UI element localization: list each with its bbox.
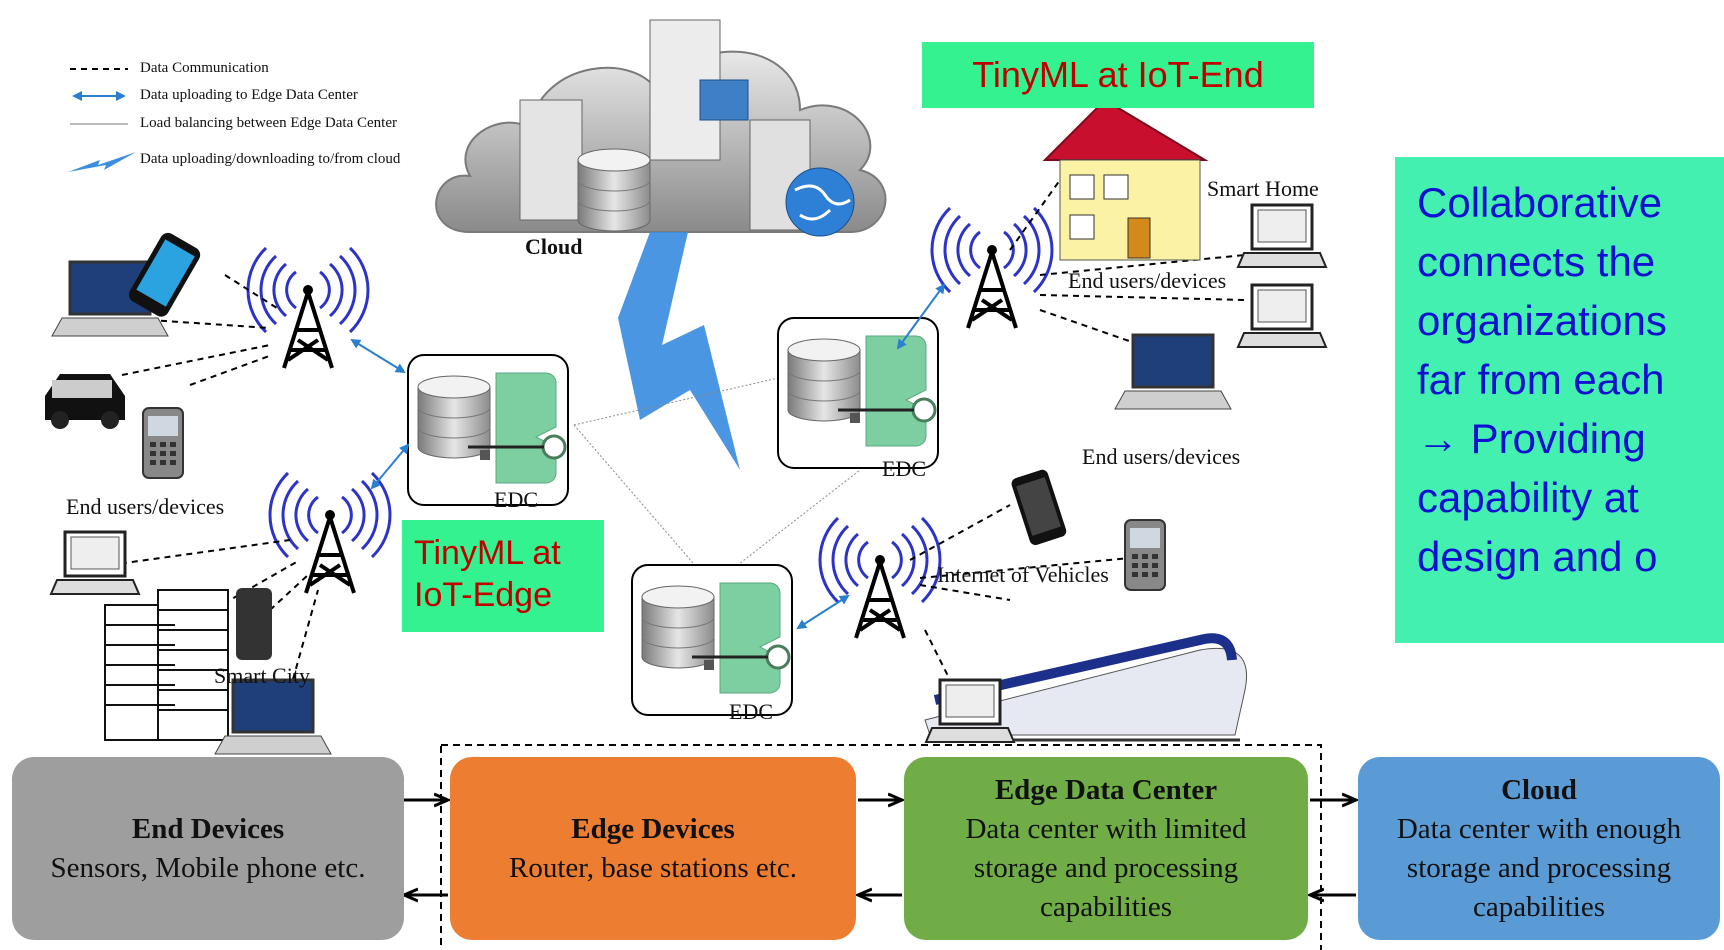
- cloud-desc-2: storage and processing: [1406, 851, 1672, 884]
- edc-right-label: EDC: [882, 456, 926, 481]
- left-devices: [45, 232, 333, 756]
- laptop-right-icon: [1113, 333, 1233, 411]
- laptop-city-icon: [213, 678, 333, 756]
- edge-data-center-desc-3: capabilities: [1039, 890, 1173, 923]
- edge-tier-boundary: [440, 744, 1322, 950]
- callout-line-7: design and o: [1417, 533, 1658, 580]
- edc-left-icon: [408, 355, 568, 505]
- smart-city-label: Smart City: [214, 663, 310, 688]
- tinyml-iot-edge-line1: TinyML at: [414, 534, 561, 572]
- smartphone-icon: [128, 232, 201, 317]
- edge-data-center-desc-1: Data center with limited: [965, 812, 1247, 845]
- right-devices: [924, 98, 1328, 744]
- edge-data-center-desc-2: storage and processing: [973, 851, 1239, 884]
- end-devices-title: End Devices: [131, 812, 285, 845]
- legend-load-balancing: Load balancing between Edge Data Center: [140, 115, 397, 131]
- antenna-top-left-icon: [246, 246, 370, 370]
- car-icon: [45, 374, 125, 429]
- end-users-left-label: End users/devices: [66, 494, 225, 519]
- tinyml-iot-edge-tag: TinyML at IoT-Edge: [402, 520, 604, 632]
- legend-data-communication: Data Communication: [140, 60, 269, 76]
- cell-phone-right-icon: [1124, 519, 1166, 591]
- end-devices-desc: Sensors, Mobile phone etc.: [50, 851, 366, 884]
- legend-lightning-icon: [68, 152, 136, 172]
- pipeline-arrows: [402, 800, 1356, 895]
- legend-glyphs: [68, 68, 136, 172]
- antenna-bottom-left-icon: [268, 471, 392, 595]
- legend-cloud-transfer: Data uploading/downloading to/from cloud: [140, 151, 401, 167]
- tinyml-iot-end-tag: TinyML at IoT-End: [922, 42, 1314, 108]
- desktop-left-icon: [49, 530, 141, 596]
- edc-left-label: EDC: [494, 487, 538, 512]
- buildings-icon: [104, 589, 229, 741]
- house-icon: [1042, 98, 1209, 261]
- smartphone-city-icon: [236, 588, 272, 660]
- desktop-home-icon: [1236, 203, 1328, 269]
- internet-of-vehicles-label: Internet of Vehicles: [937, 562, 1109, 587]
- load-balancing-lines: [573, 377, 861, 586]
- desktop-home-2-icon: [1236, 283, 1328, 349]
- cell-phone-icon: [142, 407, 184, 479]
- cloud-desc-1: Data center with enough: [1396, 812, 1682, 845]
- edc-upload-arrows: [350, 283, 946, 630]
- callout-line-2: connects the: [1417, 238, 1656, 285]
- edge-data-center-box: Edge Data Center Data center with limite…: [904, 757, 1308, 940]
- globe-icon: [785, 167, 855, 237]
- folder-icon: [699, 79, 749, 121]
- smartphone-right-icon: [1011, 469, 1067, 546]
- edge-devices-box: Edge Devices Router, base stations etc.: [450, 757, 856, 940]
- edc-bottom-icon: [632, 565, 792, 715]
- legend-data-uploading-edc: Data uploading to Edge Data Center: [140, 87, 358, 103]
- collaborative-callout: Collaborative connects the organizations…: [1395, 157, 1724, 643]
- edc-right-icon: [778, 318, 938, 468]
- callout-line-3: organizations: [1417, 297, 1667, 344]
- edc-bottom-label: EDC: [729, 699, 773, 724]
- edge-devices-desc: Router, base stations etc.: [509, 851, 797, 884]
- antenna-top-right-icon: [930, 206, 1054, 330]
- end-users-home-label: End users/devices: [1068, 268, 1227, 293]
- smart-home-label: Smart Home: [1207, 176, 1319, 201]
- edge-devices-title: Edge Devices: [571, 812, 735, 845]
- cloud-box: Cloud Data center with enough storage an…: [1358, 757, 1720, 940]
- cloud-illustration: [435, 19, 887, 237]
- callout-line-5: → Providing: [1417, 415, 1646, 462]
- cloud-label: Cloud: [525, 234, 583, 259]
- end-devices-box: End Devices Sensors, Mobile phone etc.: [12, 757, 404, 940]
- cloud-desc-3: capabilities: [1472, 890, 1606, 923]
- cloud-title: Cloud: [1501, 773, 1577, 806]
- data-communication-lines: [109, 179, 1246, 691]
- callout-line-6: capability at: [1417, 474, 1639, 521]
- edge-data-center-title: Edge Data Center: [994, 773, 1218, 806]
- cloud-uplink-bolt: [618, 232, 740, 470]
- desktop-vehicle-icon: [924, 678, 1016, 744]
- callout-line-1: Collaborative: [1417, 179, 1663, 226]
- callout-line-4: far from each: [1417, 356, 1665, 403]
- end-users-right-label: End users/devices: [1082, 444, 1241, 469]
- tinyml-iot-edge-line2: IoT-Edge: [414, 576, 552, 614]
